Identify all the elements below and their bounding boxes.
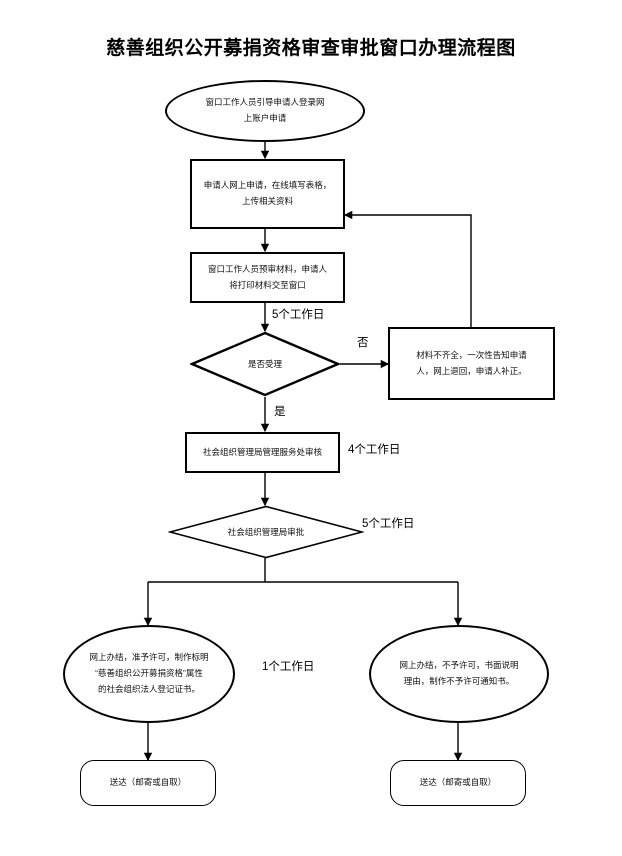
- node-deliver-left: 送达（邮寄或自取）: [80, 760, 216, 806]
- node-deliver-right: 送达（邮寄或自取）: [390, 760, 526, 806]
- node-accept-decision: 是否受理: [190, 331, 340, 397]
- node-rejected: 网上办结，不予许可，书面说明 理由，制作不予许可通知书。: [369, 625, 549, 723]
- node-bureau-approve: 社会组织管理局审批: [168, 505, 364, 559]
- node-incomplete: 材料不齐全，一次性告知申请 人，网上退回，申请人补正。: [388, 327, 555, 400]
- node-approved-label: 网上办结，准予许可，制作标明 “慈善组织公开募捐资格”属性 的社会组织法人登记证…: [89, 652, 209, 694]
- diamond-shape-accept: [190, 331, 340, 397]
- node-apply-online-label: 申请人网上申请，在线填写表格， 上传相关资料: [203, 180, 332, 206]
- node-bureau-approve-label: 社会组织管理局审批: [227, 527, 305, 537]
- edge-label-days-1-deliver: 1个工作日: [262, 661, 315, 673]
- node-deliver-right-label: 送达（邮寄或自取）: [419, 777, 497, 788]
- edge-label-days-4-review: 4个工作日: [348, 444, 401, 456]
- node-approved: 网上办结，准予许可，制作标明 “慈善组织公开募捐资格”属性 的社会组织法人登记证…: [63, 625, 235, 723]
- node-rejected-label: 网上办结，不予许可，书面说明 理由，制作不予许可通知书。: [399, 660, 519, 686]
- diamond-shape-approve: [168, 505, 364, 559]
- node-bureau-review-label: 社会组织管理局管理服务处审核: [202, 446, 322, 457]
- node-bureau-review: 社会组织管理局管理服务处审核: [185, 432, 340, 473]
- node-accept-decision-label: 是否受理: [247, 359, 282, 369]
- edge-label-yes-branch: 是: [274, 406, 286, 418]
- edge-label-days-5-prereview: 5个工作日: [272, 309, 325, 321]
- edge-label-no-branch: 否: [357, 337, 369, 349]
- node-start-label: 窗口工作人员引导申请人登录网 上账户申请: [205, 97, 325, 123]
- node-deliver-left-label: 送达（邮寄或自取）: [109, 777, 187, 788]
- page-title: 慈善组织公开募捐资格审查审批窗口办理流程图: [106, 38, 516, 59]
- node-start: 窗口工作人员引导申请人登录网 上账户申请: [165, 80, 365, 142]
- edge-incomplete-feedback: [343, 210, 472, 327]
- node-apply-online: 申请人网上申请，在线填写表格， 上传相关资料: [190, 159, 345, 229]
- edge-label-days-5-approve: 5个工作日: [362, 518, 415, 530]
- node-prereview: 窗口工作人员预审材料，申请人 将打印材料交至窗口: [190, 252, 345, 303]
- node-incomplete-label: 材料不齐全，一次性告知申请 人，网上退回，申请人补正。: [416, 349, 527, 376]
- node-prereview-label: 窗口工作人员预审材料，申请人 将打印材料交至窗口: [207, 263, 327, 290]
